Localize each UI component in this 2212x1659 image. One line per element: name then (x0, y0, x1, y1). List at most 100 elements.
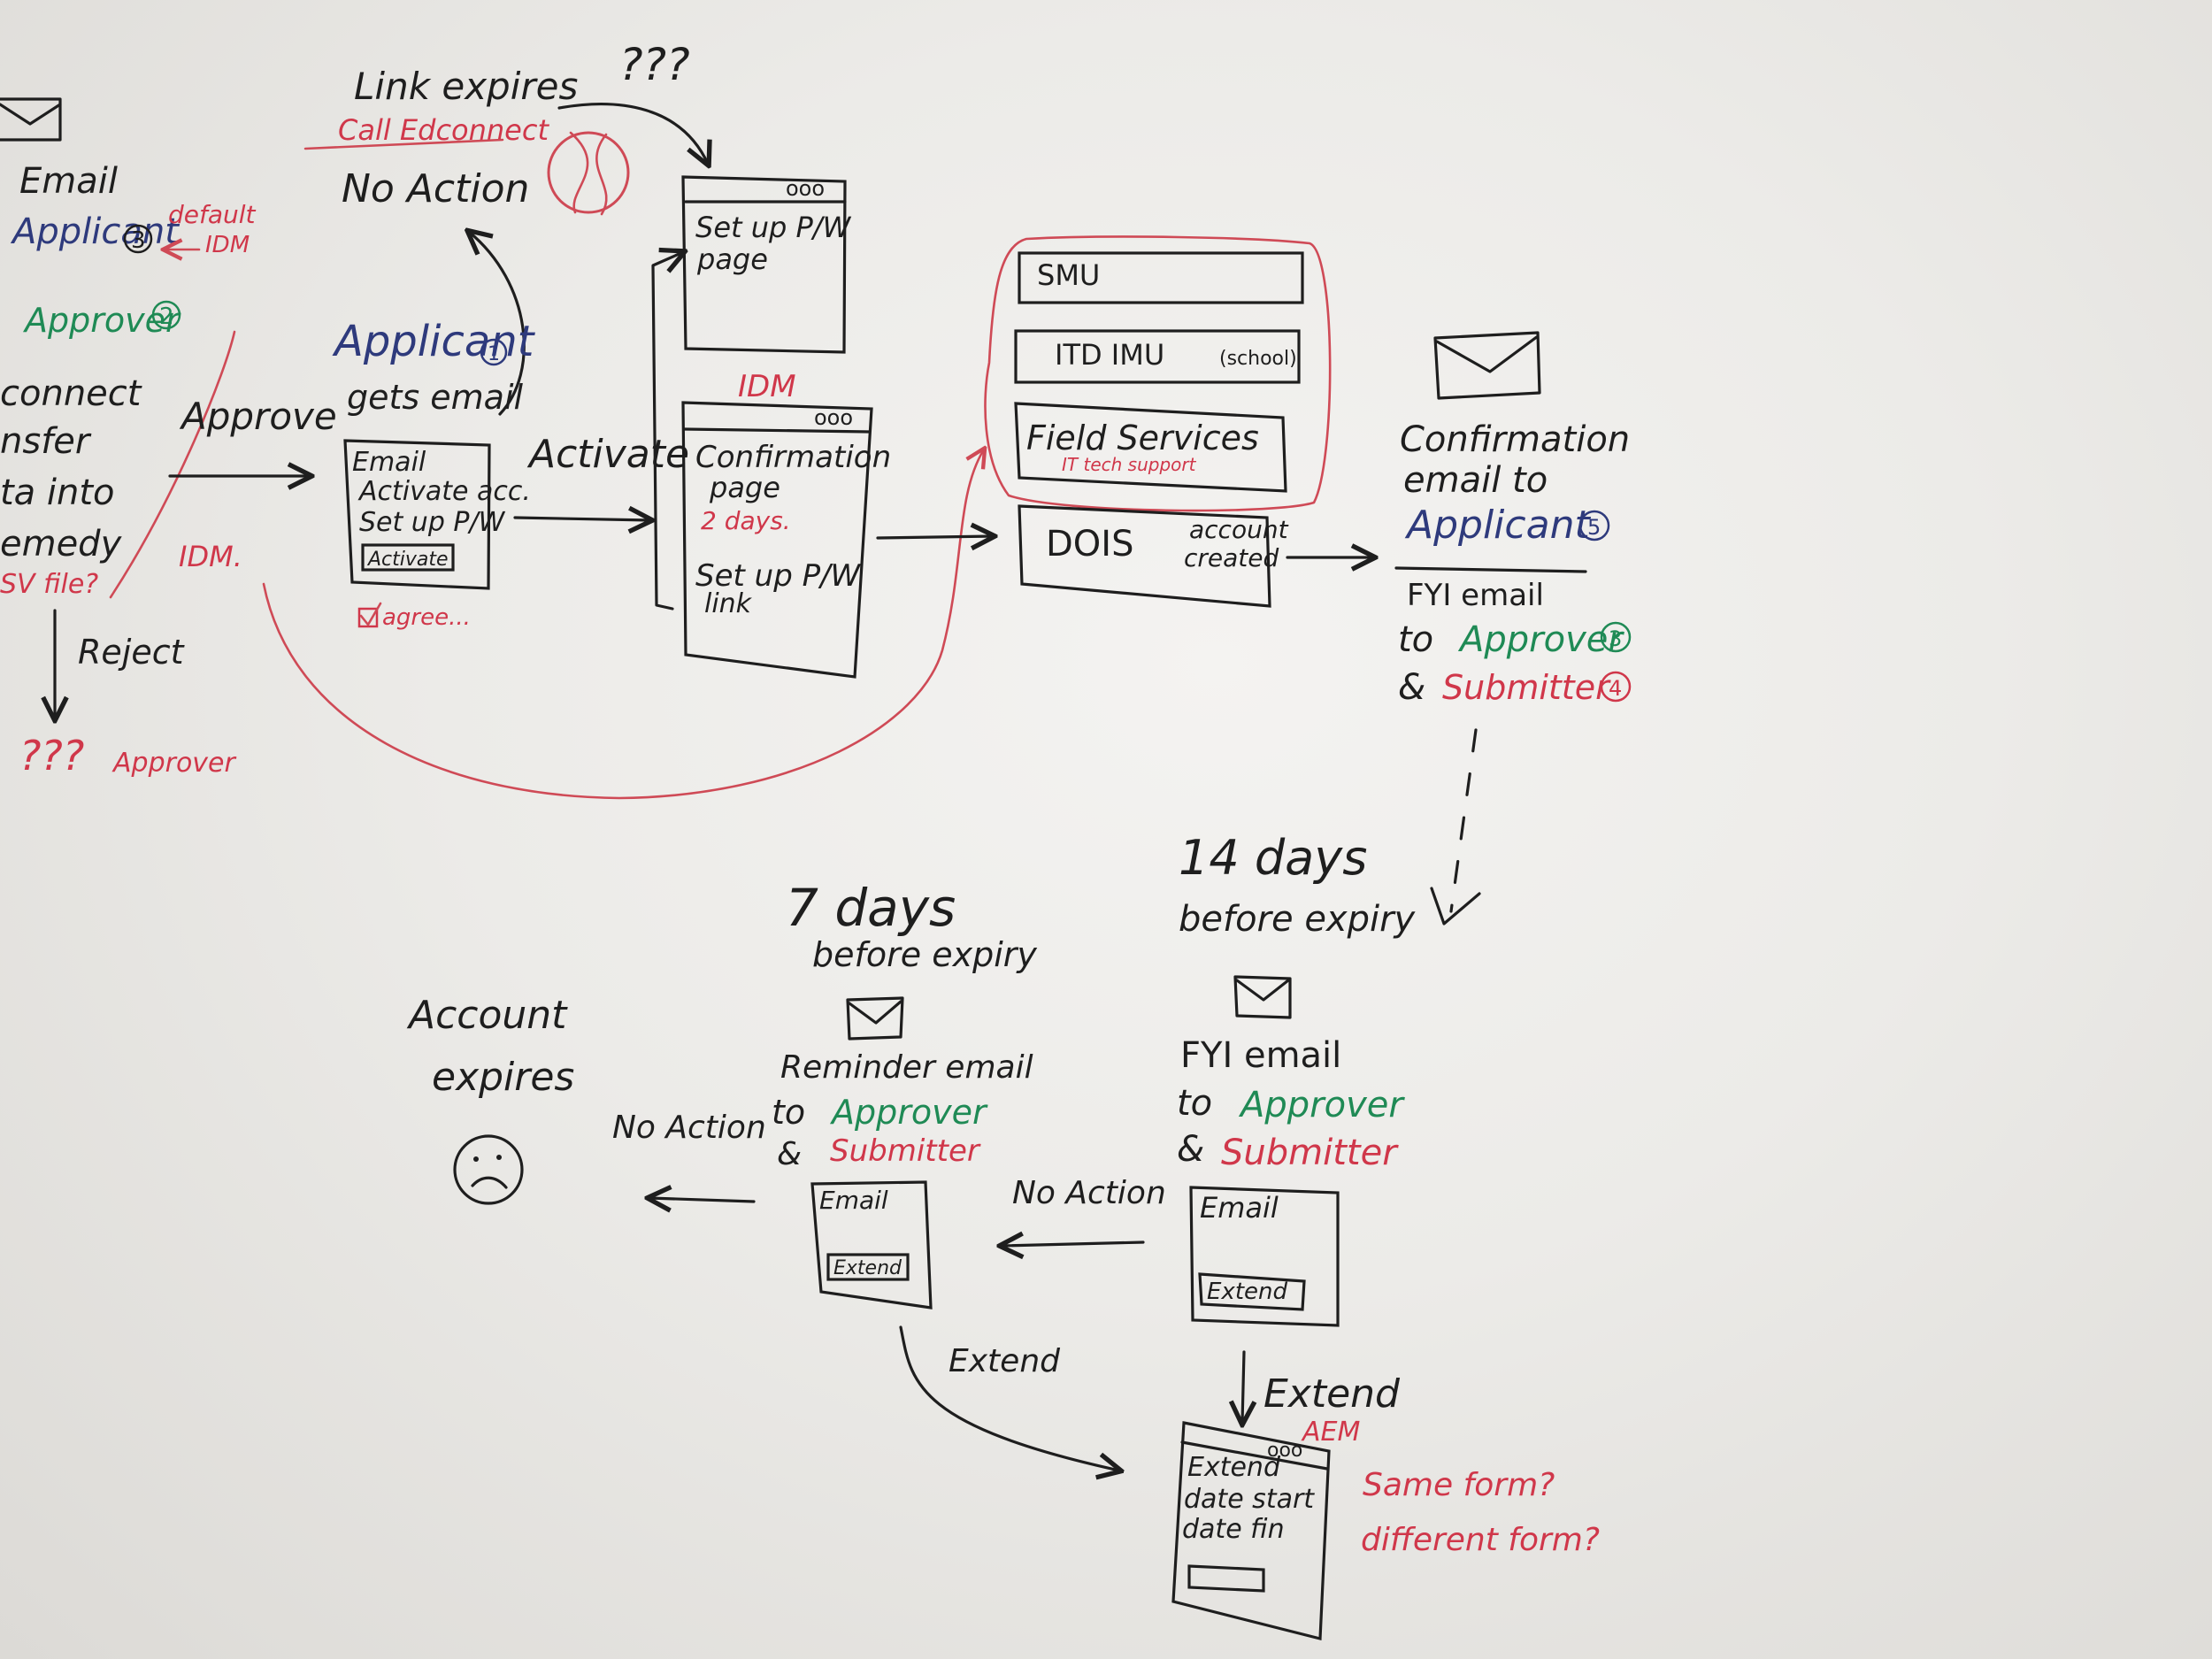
left-line-1: connect (0, 373, 142, 414)
left-applicant-num: 3 (131, 227, 146, 254)
reject-unknown: ??? (19, 732, 84, 780)
fourteen-title: 14 days (1179, 830, 1367, 886)
activate-button-label: Activate (366, 549, 449, 571)
smu-label: SMU (1037, 258, 1100, 292)
seven-to: to (772, 1093, 805, 1132)
account-expires-section: Account expires (406, 993, 574, 1203)
itd-note: (school) (1219, 348, 1297, 370)
reject-approver: Approver (111, 748, 237, 779)
extend-form-line-2: date start (1184, 1484, 1315, 1515)
seven-amp: & (777, 1136, 802, 1172)
conf-fyi: FYI email (1407, 578, 1544, 613)
cross-mark (571, 133, 606, 214)
fourteen-approver: Approver (1238, 1085, 1405, 1125)
confirmation-page-section: IDM ooo Confirmation page 2 days. Set up… (683, 369, 891, 677)
systems-section: SMU ITD IMU (school) Field Services IT t… (985, 237, 1330, 606)
same-form-question: Same form? (1363, 1467, 1555, 1503)
extend-label-1: Extend (949, 1343, 1061, 1379)
seven-approver: Approver (829, 1093, 988, 1132)
envelope-icon (848, 998, 902, 1039)
conf-applicant: Applicant (1404, 503, 1591, 548)
fourteen-fyi: FYI email (1180, 1035, 1341, 1076)
conf-submitter: Submitter (1442, 668, 1611, 707)
left-applicant-text: Applicant (10, 211, 180, 252)
approve-label: Approve (179, 395, 337, 438)
conf-line-1: Confirmation (1400, 419, 1630, 460)
extend-form-section: AEM ooo Extend date start date fin Same … (1173, 1417, 1600, 1639)
window-dots: ooo (814, 405, 853, 430)
left-line-3: ta into (0, 472, 115, 513)
dashed-arrow (1451, 730, 1476, 911)
confirm-line-4: link (704, 588, 753, 619)
different-form-question: different form? (1361, 1522, 1600, 1558)
idm-red-label: IDM. (179, 540, 242, 573)
divider-line (1396, 568, 1586, 572)
left-approver-text: Approver (22, 301, 181, 340)
applicant-num: 1 (488, 343, 500, 365)
idm-text: IDM (205, 232, 250, 258)
dois-note-1: account (1189, 515, 1289, 544)
no-action-left: No Action (612, 1110, 766, 1146)
left-line-2: nsfer (0, 421, 92, 462)
envelope-icon (0, 99, 60, 140)
field-label: Field Services (1026, 419, 1259, 457)
setup-line-1: Set up P/W (695, 211, 852, 244)
itd-label: ITD IMU (1055, 338, 1164, 372)
question-marks: ??? (619, 39, 690, 90)
no-action-arrow-2 (649, 1198, 754, 1202)
fourteen-to: to (1177, 1083, 1212, 1124)
confirm-line-1: Confirmation (695, 440, 891, 475)
sad-face-icon (455, 1136, 522, 1203)
fourteen-submitter: Submitter (1221, 1133, 1399, 1173)
card-line-3: Set up P/W (359, 507, 506, 538)
agree-text: agree... (382, 604, 471, 631)
link-expires-title: Link expires (354, 65, 578, 108)
aem-label: AEM (1301, 1417, 1360, 1448)
conf-to: to (1398, 619, 1433, 660)
activate-arrow (515, 518, 650, 520)
window-dots: ooo (786, 176, 825, 201)
left-line-4: emedy (0, 524, 123, 565)
activate-label: Activate (526, 432, 689, 477)
seven-title: 7 days (786, 878, 956, 938)
account-expires-line-2: expires (432, 1055, 574, 1100)
extend-arrow-from-14 (1242, 1352, 1244, 1423)
left-line-5: SV file? (0, 569, 98, 600)
left-approver-num: 2 (159, 303, 174, 330)
fourteen-amp: & (1177, 1129, 1204, 1170)
conf-approver: Approver (1457, 619, 1624, 660)
left-email-text: Email (19, 161, 118, 202)
no-action-arrow-1 (1002, 1242, 1143, 1246)
envelope-icon (1235, 977, 1290, 1018)
card-line-1: Email (352, 447, 426, 478)
seven-subtitle: before expiry (812, 935, 1037, 974)
applicant-email-section: Applicant 1 gets email Email Activate ac… (264, 317, 984, 798)
extend-form-submit[interactable] (1189, 1566, 1263, 1591)
seven-card-title: Email (819, 1186, 888, 1215)
loop-bracket (653, 252, 683, 609)
idm-label: IDM (738, 369, 796, 404)
cross-circle-icon (549, 133, 628, 212)
reject-label: Reject (78, 633, 186, 672)
seven-submitter: Submitter (830, 1133, 981, 1169)
fourteen-card-title: Email (1200, 1191, 1279, 1225)
left-partial-section: Email Applicant 3 default IDM Approver 2… (0, 99, 337, 780)
conf-applicant-num: 5 (1587, 515, 1601, 540)
dois-label: DOIS (1046, 524, 1133, 565)
gets-email: gets email (347, 378, 524, 417)
setup-page-section: ooo Set up P/W page (683, 176, 852, 352)
confirm-arrow (878, 536, 993, 538)
seven-days-section: 7 days before expiry Reminder email to A… (772, 878, 1037, 1308)
fourteen-extend-label: Extend (1207, 1279, 1287, 1305)
no-action-top: No Action (342, 166, 529, 211)
fourteen-subtitle: before expiry (1179, 899, 1417, 940)
extend-label-2: Extend (1263, 1371, 1401, 1417)
seven-extend-label: Extend (833, 1257, 902, 1279)
card-line-2: Activate acc. (357, 476, 531, 507)
extend-form-line-1: Extend (1187, 1452, 1281, 1483)
seven-reminder: Reminder email (780, 1049, 1033, 1086)
confirmation-email-section: Confirmation email to Applicant 5 FYI em… (1396, 333, 1630, 708)
setup-line-2: page (696, 242, 768, 276)
conf-line-2: email to (1403, 460, 1548, 501)
